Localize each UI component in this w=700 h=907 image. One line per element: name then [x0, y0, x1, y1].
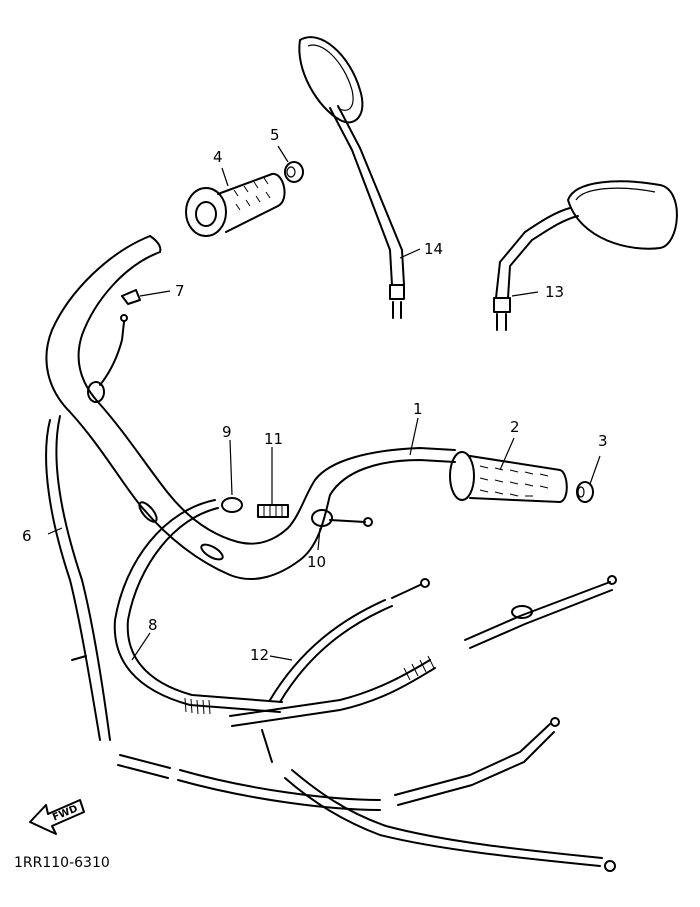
- callout-7: 7: [175, 282, 185, 300]
- callout-10: 10: [307, 553, 326, 571]
- callout-9: 9: [222, 423, 232, 441]
- callout-3: 3: [598, 432, 608, 450]
- callout-2: 2: [510, 418, 520, 436]
- left-mirror: [298, 36, 405, 319]
- callout-5: 5: [270, 126, 280, 144]
- callout-labels: 1 2 3 4 5 6 7 8 9 10 11 12 13 14: [22, 126, 608, 664]
- callout-6: 6: [22, 527, 32, 545]
- handlebar: [45, 235, 456, 580]
- cable-adjusters: [221, 497, 373, 527]
- right-mirror: [493, 180, 678, 331]
- leader-lines: [47, 145, 601, 661]
- grip-end-cap: [576, 481, 594, 503]
- callout-11: 11: [264, 430, 283, 448]
- callout-1: 1: [413, 400, 423, 418]
- cable-8: [113, 499, 283, 715]
- drawing-code: 1RR110-6310: [14, 855, 110, 871]
- throttle-grip: [185, 173, 286, 237]
- callout-4: 4: [213, 148, 223, 166]
- lower-cables: [117, 575, 617, 872]
- callout-14: 14: [424, 240, 443, 258]
- cable-6: [45, 415, 111, 741]
- wire-lead: [87, 289, 141, 403]
- callout-13: 13: [545, 283, 564, 301]
- throttle-end-cap: [284, 161, 304, 183]
- callout-12: 12: [250, 646, 269, 664]
- right-grip: [449, 451, 568, 503]
- callout-8: 8: [148, 616, 158, 634]
- forward-arrow-icon: FWD: [29, 799, 85, 835]
